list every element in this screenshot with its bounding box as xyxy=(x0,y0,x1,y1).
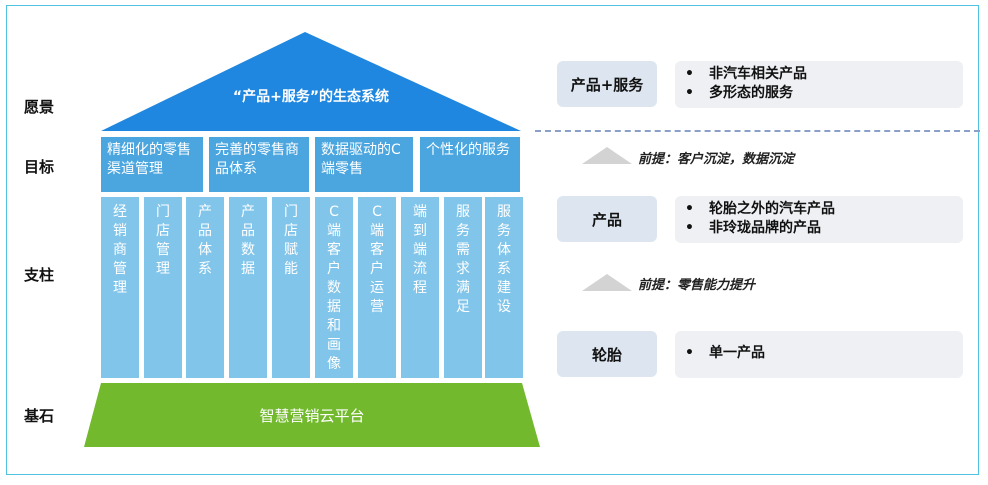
row-label-foundation: 基石 xyxy=(24,407,55,425)
stage-item: 单一产品 xyxy=(709,345,765,361)
pillar: 产品数据 xyxy=(229,197,267,378)
stage-detail: • 非汽车相关产品 • 多形态的服务 xyxy=(675,61,963,108)
bullet: • xyxy=(685,66,694,82)
stage-detail: • 单一产品 xyxy=(675,331,963,378)
divider-dashed xyxy=(535,130,980,132)
bullet: • xyxy=(685,85,694,101)
pillar: 服务体系建设 xyxy=(485,197,523,378)
stage-item: 多形态的服务 xyxy=(709,85,793,101)
pillar: C端客户数据和画像 xyxy=(315,197,353,378)
vision-text: “产品+服务”的生态系统 xyxy=(232,89,390,105)
pillar: 经销商管理 xyxy=(101,197,139,378)
pillar: C端客户运营 xyxy=(358,197,396,378)
pillar: 门店管理 xyxy=(144,197,182,378)
slide-frame xyxy=(6,5,979,475)
stage-item: 非玲珑品牌的产品 xyxy=(709,220,821,236)
bullet: • xyxy=(685,201,694,217)
foundation-trapezoid xyxy=(84,383,540,447)
stage-tag: 产品 xyxy=(557,196,657,242)
stage-tag: 轮胎 xyxy=(557,331,657,377)
up-arrow-icon xyxy=(582,147,632,164)
bullet: • xyxy=(685,345,694,361)
up-arrow-icon xyxy=(582,274,632,291)
row-label-vision: 愿景 xyxy=(24,98,55,116)
pillar: 门店赋能 xyxy=(272,197,310,378)
bullet: • xyxy=(685,220,694,236)
pillar: 服务需求满足 xyxy=(444,197,482,378)
goal-box: 数据驱动的C端零售 xyxy=(315,137,413,192)
roof-triangle xyxy=(101,32,521,131)
foundation-text: 智慧营销云平台 xyxy=(259,407,365,425)
stage-item: 轮胎之外的汽车产品 xyxy=(709,201,835,217)
premise-text: 前提：零售能力提升 xyxy=(638,278,756,293)
pillar: 端到端流程 xyxy=(401,197,439,378)
goal-box: 完善的零售商品体系 xyxy=(209,137,309,192)
goal-box: 个性化的服务 xyxy=(420,137,520,192)
pillar: 产品体系 xyxy=(186,197,224,378)
stage-tag: 产品+服务 xyxy=(557,61,657,107)
row-label-goal: 目标 xyxy=(24,158,55,176)
row-label-pillar: 支柱 xyxy=(24,266,55,284)
stage-detail: • 轮胎之外的汽车产品 • 非玲珑品牌的产品 xyxy=(675,196,963,243)
goal-box: 精细化的零售渠道管理 xyxy=(101,137,203,192)
stage-item: 非汽车相关产品 xyxy=(709,66,807,82)
premise-text: 前提：客户沉淀，数据沉淀 xyxy=(638,152,795,167)
